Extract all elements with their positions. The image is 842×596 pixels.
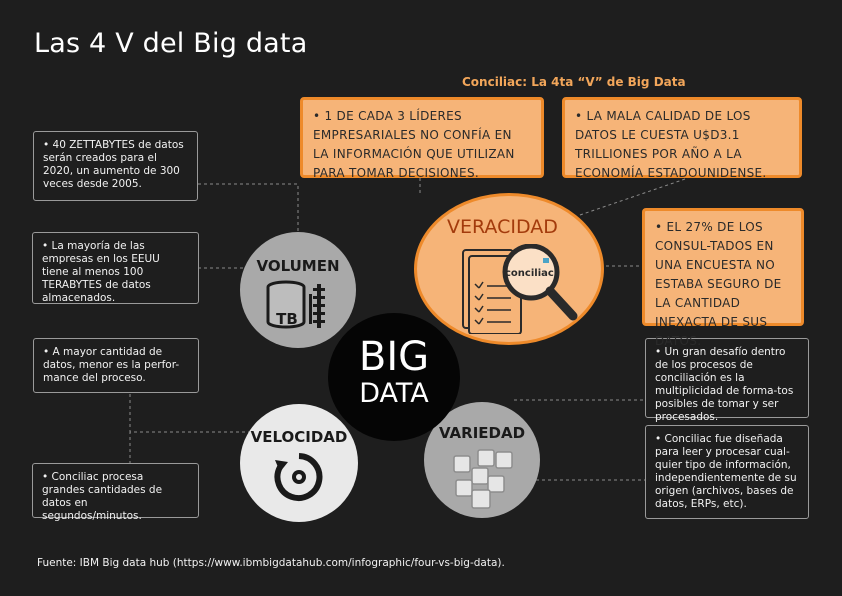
variedad-fact-conciliac: • Conciliac fue diseñada para leer y pro… — [645, 425, 809, 519]
connector-ver2 — [579, 177, 689, 216]
veracidad-label: VERACIDAD — [447, 216, 558, 238]
veracidad-fact-lideres: • 1 DE CADA 3 LÍDERES EMPRESARIALES NO C… — [300, 97, 544, 180]
variedad-fact-formatos: • Un gran desafío dentro de los procesos… — [645, 338, 809, 423]
veracidad-circle: VERACIDAD conciliac — [414, 193, 604, 345]
velocidad-fact-conciliac: • Conciliac procesa grandes cantidades d… — [32, 463, 199, 522]
document-stack-icon — [453, 449, 513, 509]
volumen-circle: VOLUMEN TB — [240, 232, 356, 348]
connector-vol1 — [198, 183, 299, 232]
volumen-label: VOLUMEN — [256, 257, 340, 275]
magnifier-document-icon — [462, 244, 578, 334]
variedad-circle: VARIEDAD — [424, 402, 540, 518]
speed-arrow-icon — [274, 453, 323, 501]
page-title: Las 4 V del Big data — [34, 28, 308, 59]
source-note: Fuente: IBM Big data hub (https://www.ib… — [37, 557, 505, 569]
velocidad-fact-performance: • A mayor cantidad de datos, menor es la… — [33, 338, 199, 393]
center-line1: BIG — [358, 334, 430, 380]
subtitle: Conciliac: La 4ta “V” de Big Data — [462, 75, 686, 89]
veracidad-fact-encuesta: • EL 27% DE LOS CONSUL-TADOS EN UNA ENCU… — [642, 208, 804, 348]
volumen-icon-text: TB — [276, 310, 298, 328]
volumen-fact-terabytes: • La mayoría de las empresas en los EEUU… — [32, 232, 199, 304]
database-icon — [266, 280, 325, 329]
center-line2: DATA — [359, 378, 429, 409]
variedad-label: VARIEDAD — [438, 424, 526, 442]
veracidad-fact-costo: • LA MALA CALIDAD DE LOS DATOS LE CUESTA… — [562, 97, 802, 180]
conciliac-logo: conciliac — [505, 268, 554, 279]
velocidad-circle: VELOCIDAD — [240, 404, 358, 522]
big-data-center: BIG DATA — [328, 313, 460, 441]
volumen-fact-zettabytes: • 40 ZETTABYTES de datos serán creados p… — [33, 131, 198, 201]
velocidad-label: VELOCIDAD — [250, 428, 348, 446]
